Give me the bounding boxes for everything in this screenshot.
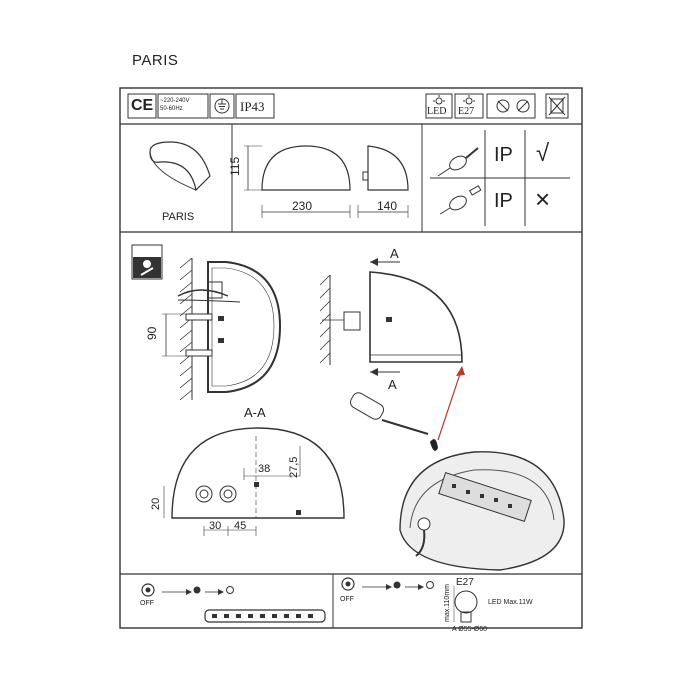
width-dimension: 230 (292, 199, 313, 213)
e27-label: E27 (456, 577, 474, 588)
hole-offset-y-dimension: 27,5 (288, 456, 300, 478)
voltage-label: ~220-240V (160, 98, 190, 104)
frequency-label: 50-60Hz (160, 106, 183, 112)
mount-hole-left (195, 485, 213, 503)
off-label-right: OFF (340, 596, 354, 603)
weee-bin-icon (550, 98, 564, 114)
depth-dimension: 140 (377, 199, 398, 213)
sheet-frame (119, 87, 583, 629)
front-view-shade (244, 145, 351, 218)
ip-box (235, 93, 275, 119)
hole-offset-x-dimension: 38 (258, 463, 271, 475)
socket-bulb-icon (465, 97, 473, 105)
page-title: PARIS (132, 52, 179, 69)
side-view-shade (357, 145, 409, 218)
ip-table (430, 130, 570, 226)
red-pointer-arrow (437, 367, 463, 441)
ip-not-ok-label: IP (494, 190, 513, 212)
ce-mark: CE (131, 97, 154, 114)
hole-2-dimension: 45 (234, 520, 247, 532)
voltage-box (157, 93, 209, 119)
power-off-icon-right (341, 577, 355, 591)
wall-mount-view (162, 257, 282, 401)
ip-ok-label: IP (494, 144, 513, 166)
product-shade-icon (149, 141, 211, 192)
section-aa-view (163, 427, 345, 536)
bulb-outline-icon-left (226, 586, 234, 594)
section-title: A-A (244, 405, 266, 420)
section-marker-bottom: A (388, 377, 397, 392)
mount-spacing-dimension: 90 (145, 326, 159, 340)
led-bulb-icon (435, 97, 443, 105)
ip-not-ok-mark: × (535, 184, 551, 214)
height-dimension: 115 (228, 156, 242, 176)
e27-bulb-icon (453, 586, 478, 623)
fixture-interior-view (399, 451, 565, 571)
screwdriver-detail-icon (349, 392, 438, 451)
plug-disconnected-icon (439, 185, 482, 215)
diameter-label: A Ø55-Ø60 (452, 626, 488, 633)
led-max-label: LED Max.11W (488, 599, 533, 606)
section-side-view (319, 258, 465, 441)
off-label-left: OFF (140, 600, 154, 607)
ce-box (127, 93, 157, 119)
ground-box (209, 93, 235, 119)
weee-box (545, 93, 569, 119)
tools-box (486, 93, 536, 119)
led-label: LED (427, 106, 447, 117)
power-off-icon-left (141, 583, 155, 597)
bulb-outline-icon-right (426, 581, 434, 589)
led-strip-icon (204, 609, 326, 623)
socket-box (454, 93, 484, 119)
socket-label: E27 (458, 106, 475, 117)
bottom-offset-dimension: 20 (150, 497, 162, 510)
plug-connected-icon (437, 147, 479, 177)
mount-hole-right (219, 485, 237, 503)
ip-ok-mark: √ (536, 140, 550, 167)
screwdriver-icon (496, 99, 510, 113)
hole-1-dimension: 30 (209, 520, 222, 532)
ip-rating-label: IP43 (240, 99, 265, 114)
wrench-icon (516, 99, 530, 113)
bulb-filled-icon-left (193, 586, 201, 594)
led-box (425, 93, 453, 119)
product-name: PARIS (162, 211, 195, 223)
bulb-filled-icon-right (393, 581, 401, 589)
section-marker-top: A (390, 246, 399, 261)
max-length-label: max.110mm (444, 584, 451, 622)
